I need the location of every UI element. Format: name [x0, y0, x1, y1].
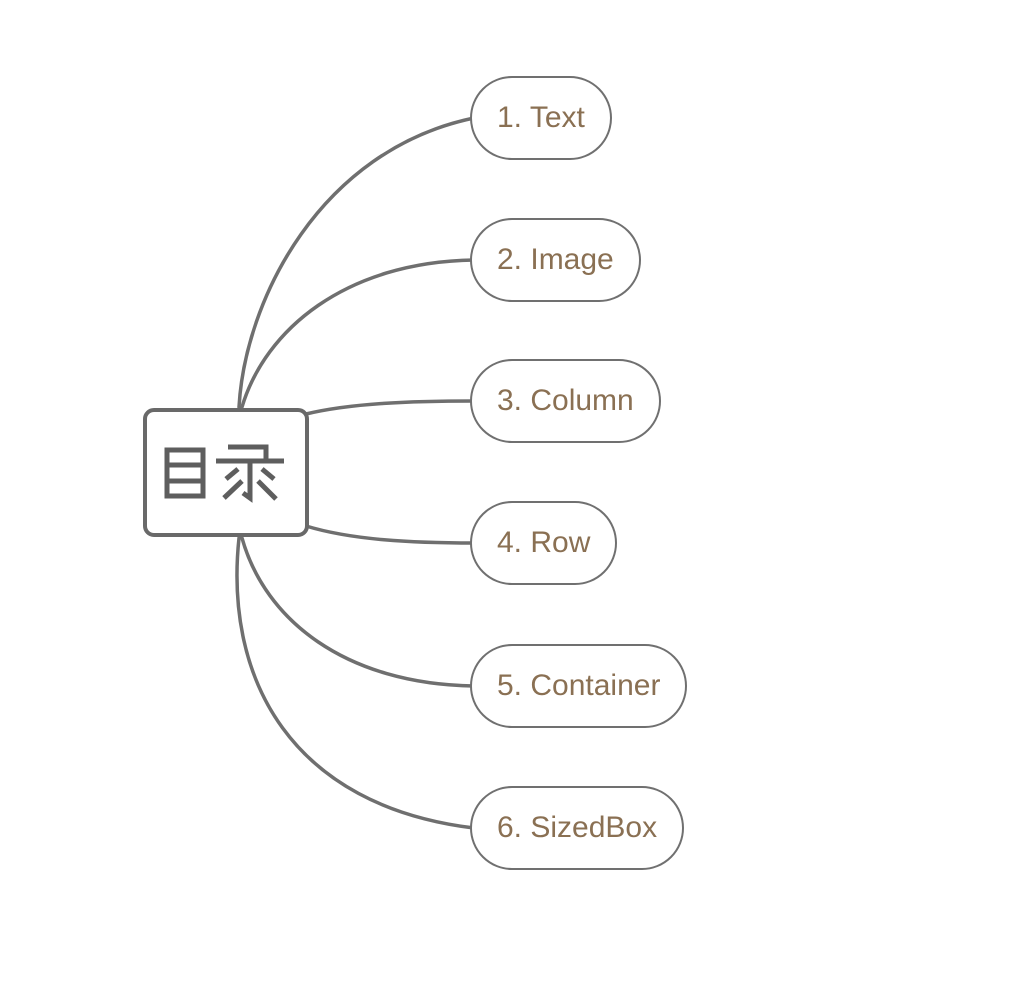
edge-root-to-column	[304, 399, 476, 416]
child-topic-row[interactable]: 4. Row	[470, 501, 618, 585]
child-topic-label: 6. SizedBox	[497, 811, 658, 844]
edge-root-to-image	[240, 258, 476, 409]
edge-root-to-container	[240, 536, 476, 688]
child-topic-image[interactable]: 2. Image	[470, 218, 641, 302]
child-topic-container[interactable]: 5. Container	[470, 644, 688, 728]
child-topic-label: 3. Column	[497, 384, 634, 417]
child-topic-label: 5. Container	[497, 669, 661, 702]
edge-root-to-text	[237, 116, 476, 409]
child-topic-text[interactable]: 1. Text	[470, 76, 612, 160]
root-label-glyphs	[164, 444, 284, 503]
edge-root-to-row	[304, 524, 476, 545]
root-topic[interactable]: 目录	[143, 408, 309, 537]
child-topic-label: 2. Image	[497, 243, 614, 276]
child-topic-label: 4. Row	[497, 526, 591, 559]
edge-root-to-sizedbox	[235, 536, 476, 830]
child-topic-label: 1. Text	[497, 101, 585, 134]
child-topic-column[interactable]: 3. Column	[470, 359, 661, 443]
child-topic-sizedbox[interactable]: 6. SizedBox	[470, 786, 685, 870]
